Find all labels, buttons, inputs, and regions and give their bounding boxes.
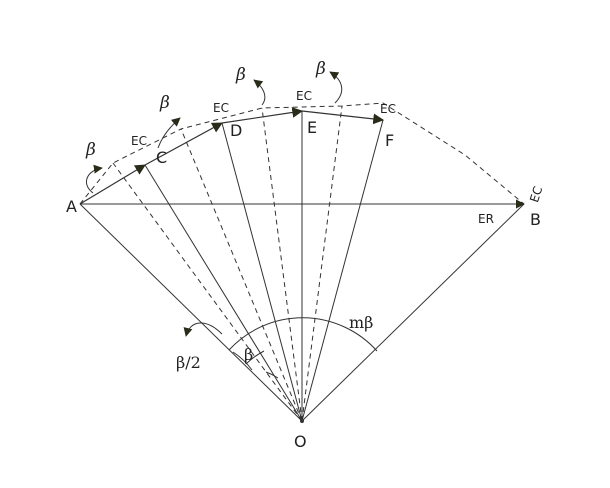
label-ec-5: EC	[527, 185, 545, 205]
rotation-arrow-4	[329, 71, 343, 104]
label-m-beta: mβ	[349, 313, 373, 332]
origin-dot	[300, 419, 304, 423]
radial-OD	[221, 122, 303, 422]
rotation-arrows	[85, 71, 343, 337]
label-A: A	[66, 197, 77, 216]
vector-AC	[79, 164, 146, 205]
rotation-arrow-5	[183, 322, 223, 337]
label-E: E	[307, 118, 317, 137]
rotation-arrow-3	[253, 79, 266, 106]
vector-EF	[301, 110, 385, 125]
radial-OC	[144, 164, 303, 422]
label-O: O	[294, 432, 307, 451]
dashed-envelope	[79, 102, 525, 205]
angle-arcs	[228, 317, 378, 379]
label-F: F	[385, 131, 394, 150]
label-C: C	[156, 148, 167, 167]
label-B: B	[530, 210, 541, 229]
beta-arc	[245, 350, 265, 365]
label-ec-2: EC	[213, 101, 229, 115]
label-ec-4: EC	[380, 102, 396, 116]
solid-radials	[79, 111, 525, 422]
dashed-radials	[112, 105, 343, 422]
label-ec-3: EC	[296, 89, 312, 103]
radial-OA	[79, 203, 303, 422]
bisector-4	[301, 105, 343, 422]
vector-CD	[144, 122, 223, 166]
beta-inner-tick	[265, 371, 279, 379]
label-beta-3: β	[235, 65, 246, 85]
label-ec-1: EC	[131, 134, 147, 148]
bisector-2	[180, 128, 303, 422]
label-beta-4: β	[315, 59, 326, 79]
radial-OB	[301, 203, 525, 422]
beta-half-tick	[232, 351, 253, 371]
label-D: D	[230, 121, 242, 140]
label-beta-half: β/2	[176, 353, 201, 372]
phasor-chain	[79, 107, 385, 205]
m-beta-arc	[228, 317, 378, 352]
label-beta-O: β	[244, 345, 253, 364]
rotation-arrow-1	[85, 164, 103, 194]
vector-DE	[221, 107, 304, 124]
label-er: ER	[478, 212, 494, 226]
rotation-arrow-2	[157, 117, 181, 149]
bisector-1	[112, 162, 303, 422]
label-beta-2: β	[159, 93, 170, 113]
label-beta-1: β	[85, 140, 96, 160]
bisector-3	[261, 107, 303, 422]
radial-OF	[301, 119, 384, 422]
